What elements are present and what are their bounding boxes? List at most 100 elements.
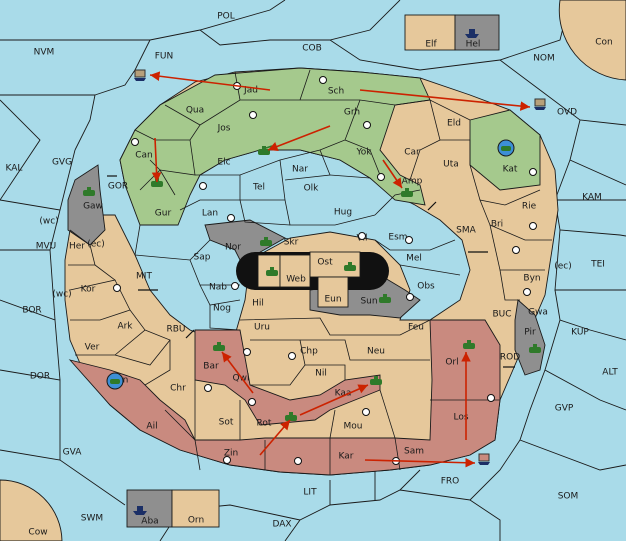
supply-center-icon (406, 293, 414, 301)
land-label: Feu (408, 323, 424, 333)
sea-label: KAL (6, 164, 23, 174)
army-unit-icon (213, 342, 225, 351)
land-label: Sun (360, 297, 377, 307)
sea-label: LIT (303, 488, 317, 498)
land-label: Orl (445, 358, 458, 368)
sea-label: KUP (571, 328, 589, 338)
supply-center-icon (512, 246, 520, 254)
supply-center-icon (523, 288, 531, 296)
land-label: Kar (339, 452, 354, 462)
land-label: Yok (355, 148, 372, 158)
land-label: Nor (225, 243, 241, 253)
army-unit-icon (83, 187, 95, 196)
fleet-unit-icon (133, 506, 147, 515)
land-label: Hil (252, 299, 264, 309)
land-label: Jad (243, 86, 258, 96)
region-orn[interactable] (171, 489, 220, 528)
army-unit-icon (529, 344, 541, 353)
land-label: Sam (404, 447, 424, 457)
sea-label: Con (595, 38, 613, 48)
sea-label: RBU (166, 325, 185, 335)
fleet-unit-icon (534, 98, 546, 110)
region-elf[interactable] (404, 14, 456, 51)
land-label: Hug (334, 208, 352, 218)
land-label: Tel (252, 183, 265, 193)
region-eun[interactable] (317, 276, 349, 308)
land-label: Grh (344, 108, 360, 118)
land-label: Sap (194, 253, 211, 263)
land-label: Neu (367, 347, 385, 357)
sea-label: GVA (63, 448, 83, 458)
fleet-unit-icon (465, 29, 479, 38)
army-unit-icon (260, 237, 272, 246)
land-label: Los (453, 413, 468, 423)
land-label: Gur (155, 209, 172, 219)
sea-label: ALT (602, 368, 618, 378)
sea-label: SOM (558, 492, 579, 502)
land-label: Car (404, 148, 420, 158)
region-cow[interactable] (0, 479, 63, 541)
sea-label: (ec) (554, 262, 572, 272)
land-label: Nar (292, 165, 308, 175)
sea-label: BUC (492, 310, 511, 320)
supply-center-icon (294, 457, 302, 465)
sea-label: DAX (272, 520, 291, 530)
fleet-unit-icon (478, 453, 490, 465)
sea-label: DOR (30, 372, 50, 382)
supply-center-icon (243, 348, 251, 356)
land-label: Skr (284, 238, 299, 248)
army-unit-icon (344, 262, 356, 271)
land-label: Uta (443, 160, 459, 170)
supply-center-icon (249, 111, 257, 119)
land-label: Elc (217, 158, 230, 168)
supply-center-icon (113, 284, 121, 292)
region-gaw[interactable] (67, 164, 106, 246)
fleet-unit-icon (134, 69, 146, 81)
sea-label: MIT (136, 272, 152, 282)
supply-center-icon (529, 222, 537, 230)
land-label: Nil (315, 369, 327, 379)
land-label: Obs (417, 282, 435, 292)
region-pir[interactable] (514, 299, 546, 376)
supply-center-icon (358, 232, 366, 240)
land-label: Uru (254, 323, 270, 333)
army-unit-icon (106, 372, 124, 390)
territory-borders (68, 69, 552, 475)
sea-label: FUN (155, 52, 174, 62)
supply-center-icon (231, 282, 239, 290)
land-label: Orn (188, 516, 204, 526)
land-label: Web (286, 275, 306, 285)
supply-center-icon (362, 408, 370, 416)
sea-label: FRO (441, 477, 460, 487)
army-unit-icon (379, 294, 391, 303)
sea-label: TEI (590, 260, 605, 270)
land-label: Kat (503, 165, 518, 175)
supply-center-icon (204, 384, 212, 392)
supply-center-icon (199, 182, 207, 190)
sea-label: SMA (456, 226, 476, 236)
sea-label: GOR (108, 182, 128, 192)
land-label: Zin (224, 449, 238, 459)
order-arrows (149, 71, 531, 468)
land-label: Eld (447, 119, 461, 129)
sea-label: Cow (28, 528, 47, 538)
land-label: Kaa (335, 389, 352, 399)
region-hel[interactable] (454, 14, 500, 51)
land-label: Ver (85, 343, 100, 353)
region-con[interactable] (558, 0, 626, 81)
region-web[interactable] (279, 254, 311, 288)
sea-label: GVG (52, 158, 72, 168)
land-label: Kor (81, 285, 96, 295)
land-label: Ost (317, 258, 333, 268)
land-label: Eun (324, 295, 341, 305)
land-label: Mou (344, 422, 363, 432)
land-label: Nog (213, 304, 231, 314)
land-label: Can (135, 151, 153, 161)
land-label: Qwi (233, 374, 250, 384)
land-label: Elf (425, 40, 437, 50)
land-label: Ail (146, 422, 157, 432)
land-label: Gaw (83, 202, 103, 212)
sea-label: OVD (557, 108, 577, 118)
